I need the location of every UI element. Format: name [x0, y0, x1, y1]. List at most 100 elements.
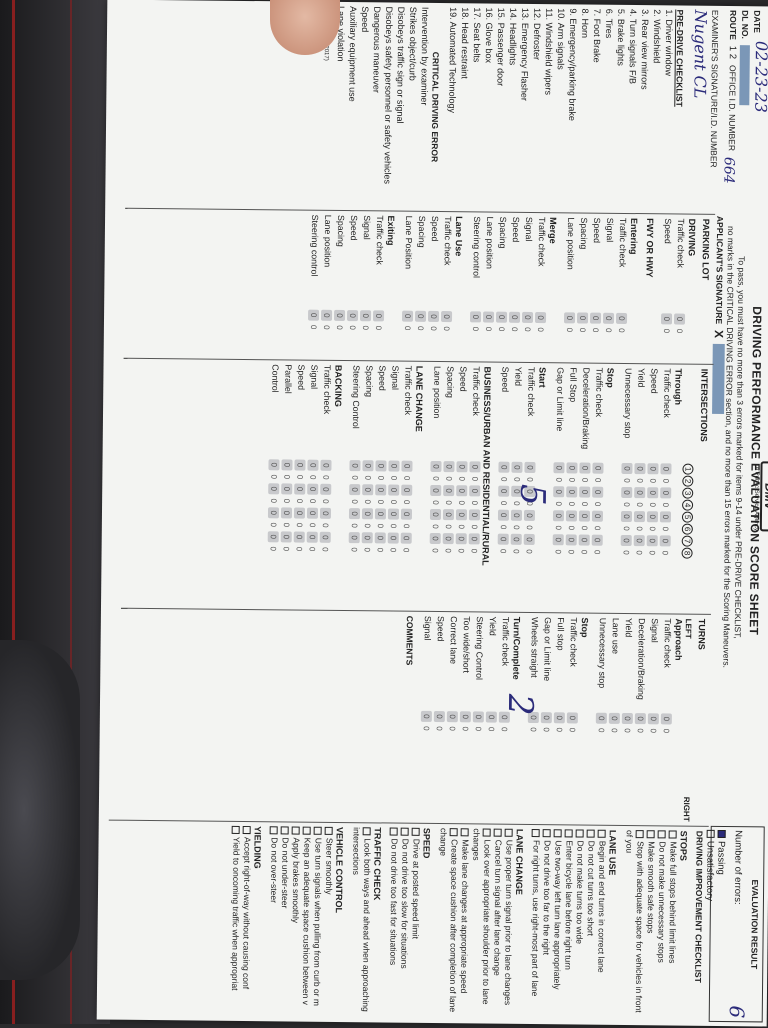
- score-cell: 0: [443, 485, 455, 497]
- seat-seam: [12, 0, 15, 1024]
- left-label: LEFT: [683, 618, 693, 639]
- score-cell: 0: [563, 312, 576, 324]
- score-cell: 0: [616, 328, 626, 333]
- improvement-checkbox[interactable]: [668, 830, 677, 839]
- score-cell: 0: [567, 501, 577, 507]
- improvement-checkbox[interactable]: [302, 826, 311, 835]
- score-cell: 0: [470, 476, 480, 482]
- score-label: Speed: [591, 217, 603, 244]
- score-row: Lane Position00: [401, 216, 415, 357]
- improvement-checkbox[interactable]: [635, 830, 644, 839]
- improvement-checkbox[interactable]: [411, 827, 420, 836]
- score-cell: 0: [580, 477, 590, 483]
- improvement-title: DRIVING IMPROVEMENT CHECKLIST: [693, 830, 705, 983]
- score-cell: 0: [648, 478, 658, 484]
- score-cell: 0: [510, 533, 522, 545]
- score-cell: 0: [363, 499, 373, 505]
- score-cell: 0: [428, 326, 438, 331]
- score-cell: 0: [634, 550, 644, 555]
- score-cell: 0: [456, 485, 468, 497]
- score-label: Traffic check: [594, 367, 605, 418]
- improvement-checkbox[interactable]: [646, 830, 655, 839]
- improvement-checkbox[interactable]: [400, 827, 409, 836]
- score-cell: 0: [387, 532, 399, 544]
- improvement-checkbox[interactable]: [564, 829, 573, 838]
- improvement-checkbox[interactable]: [242, 825, 251, 835]
- score-cell: 0: [320, 483, 332, 495]
- score-cell: 0: [282, 498, 292, 504]
- improvement-checkbox[interactable]: [504, 828, 513, 837]
- improvement-checkbox[interactable]: [449, 828, 458, 837]
- improvement-item: Begin and end turns in correct lane: [595, 829, 608, 1017]
- score-cell: 0: [389, 499, 399, 505]
- score-cell: 0: [552, 510, 565, 522]
- errors-label: Number of errors:: [732, 830, 745, 905]
- score-cell: 0: [498, 548, 508, 554]
- score-cell: 0: [374, 532, 386, 544]
- improvement-item: Yield to oncoming traffic when appropria…: [229, 825, 242, 1013]
- improvement-checkbox[interactable]: [291, 826, 300, 835]
- score-cell: 0: [281, 522, 291, 528]
- improvement-item: Look over appropriate shoulder prior to …: [469, 828, 493, 1015]
- score-cell: 0: [554, 501, 564, 507]
- improvement-group-title: STOPS: [678, 830, 689, 862]
- improvement-item: Make lane changes at appropriate speed: [458, 828, 471, 1015]
- score-cell: 0: [592, 486, 604, 498]
- score-cell: 0: [522, 327, 532, 332]
- improvement-group-title: LANE CHANGE: [514, 828, 525, 895]
- score-label: Steering Control: [350, 365, 362, 429]
- improvement-checkbox[interactable]: [531, 829, 540, 838]
- score-label: Unnecessary stop: [622, 367, 634, 439]
- improvement-checkbox[interactable]: [389, 827, 398, 836]
- improvement-item: Do not make turns too wide: [573, 829, 586, 1016]
- improvement-item-label: Use proper turn signal prior to lane cha…: [502, 839, 515, 1006]
- improvement-item: Stop with adequate space for vehicles in…: [622, 830, 646, 1017]
- improvement-checkbox[interactable]: [280, 826, 289, 835]
- checklist-item: 13. Emergency Flasher: [519, 7, 531, 101]
- score-label: Traffic check: [374, 215, 386, 265]
- score-cell: 0: [441, 311, 453, 323]
- score-cell: 0: [647, 713, 659, 725]
- improvement-checkbox[interactable]: [657, 830, 666, 839]
- improvement-checkbox[interactable]: [542, 829, 551, 838]
- score-cell: 0: [294, 522, 304, 528]
- score-cell: 0: [592, 549, 602, 555]
- critical-error-item: Disobeys safety personnel or safety vehi…: [382, 6, 395, 185]
- score-cell: 0: [661, 502, 671, 508]
- score-cell: 0: [295, 474, 305, 480]
- checklist-item: 3. Rear view mirrors: [639, 9, 651, 90]
- improvement-checkbox[interactable]: [460, 828, 469, 837]
- improvement-checkbox[interactable]: [362, 827, 371, 836]
- score-row: Speed00: [508, 217, 522, 358]
- score-cell: 0: [334, 325, 344, 330]
- score-cell: 0: [347, 310, 359, 322]
- improvement-checkbox[interactable]: [493, 828, 502, 837]
- score-cell: 0: [269, 474, 279, 480]
- improvement-checkbox[interactable]: [553, 829, 562, 838]
- improvement-checkbox[interactable]: [324, 826, 333, 835]
- score-cell: 0: [635, 478, 645, 483]
- improvement-item-label: Drive at posted speed limit: [410, 838, 422, 940]
- improvement-checkbox[interactable]: [313, 826, 322, 835]
- score-row: Lane position00: [320, 215, 334, 356]
- passing-checkbox[interactable]: [717, 829, 726, 839]
- score-cell: 0: [482, 311, 495, 323]
- score-row: Deceleration/Braking00000000: [577, 367, 593, 608]
- improvement-checkbox[interactable]: [231, 825, 240, 834]
- improvement-checkbox[interactable]: [575, 829, 584, 838]
- improvement-checkbox[interactable]: [597, 829, 606, 838]
- improvement-checkbox[interactable]: [586, 829, 595, 838]
- improvement-checkbox[interactable]: [269, 826, 278, 835]
- score-row: Speed00000000: [496, 367, 512, 608]
- seat-seam: [70, 0, 72, 1024]
- score-cell: 0: [268, 546, 278, 552]
- score-cell: 0: [388, 484, 400, 496]
- improvement-checkbox[interactable]: [482, 828, 491, 837]
- score-cell: 0: [566, 486, 578, 498]
- score-label: Speed: [500, 366, 511, 393]
- improvement-item-label: Enter bicycle lane before right turn: [563, 840, 575, 970]
